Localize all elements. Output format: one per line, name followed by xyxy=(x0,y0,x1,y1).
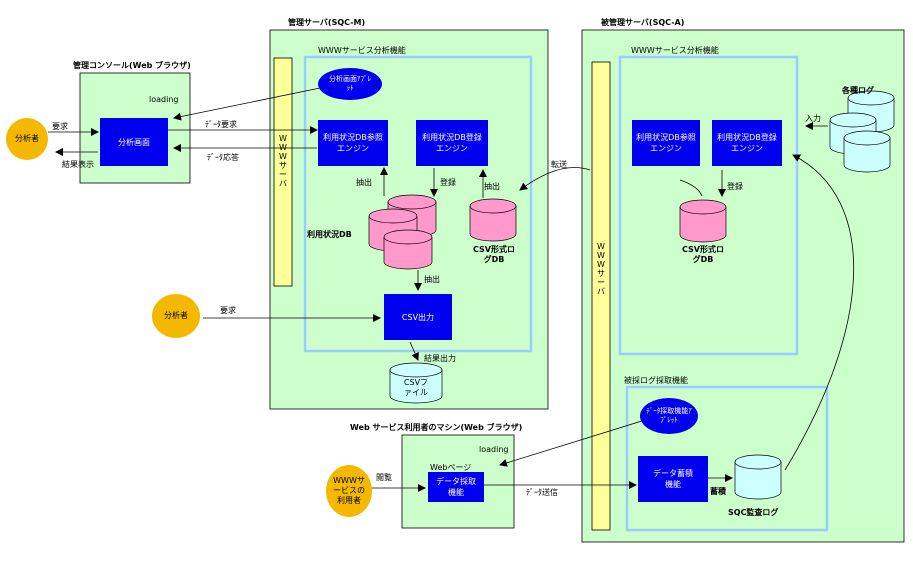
edge-label-data-response: ﾃﾞｰﾀ応答 xyxy=(207,153,239,162)
analyst-actor-1: 分析者 xyxy=(6,118,48,160)
analyst-actor-2: 分析者 xyxy=(152,294,200,338)
www-analysis-frame-left xyxy=(303,55,533,353)
ref-engine-a-box: 利用状況DB参照エンジン xyxy=(632,120,700,166)
edge-label-extract-3: 抽出 xyxy=(424,275,440,284)
edge-label-extract-1: 抽出 xyxy=(356,178,372,187)
edge-label-browse: 閲覧 xyxy=(376,473,392,482)
www-analysis-frame-right xyxy=(618,55,799,356)
analysis-applet-label: 分析画面ｱﾌﾟﾚｯﾄ xyxy=(329,75,371,92)
managing-server-title: 管理サーバ(SQC-M) xyxy=(288,18,366,27)
csv-log-db-a-cylinder xyxy=(679,199,727,243)
usage-db-label: 利用状況DB xyxy=(307,230,352,239)
sqc-log-label: SQC監査ログ xyxy=(728,508,779,517)
analysis-screen-box: 分析画面 xyxy=(100,118,168,166)
data-store-box: データ蓄積機能 xyxy=(638,456,708,502)
csv-output-box: CSV出力 xyxy=(384,294,452,340)
csv-log-db-m-label: CSV形式ログDB xyxy=(473,245,515,264)
analyst-actor-2-label: 分析者 xyxy=(164,311,188,320)
edge-label-result-display: 結果表示 xyxy=(62,160,94,169)
ref-engine-m-box: 利用状況DB参照エンジン xyxy=(318,120,388,166)
analyst-actor-1-label: 分析者 xyxy=(15,134,39,143)
arrow-to-csv-db-a xyxy=(679,179,703,197)
reg-engine-m-box: 利用状況DB登録エンジン xyxy=(416,120,488,166)
reg-engine-m-label: 利用状況DB登録エンジン xyxy=(422,133,482,153)
csv-file-cylinder xyxy=(389,362,443,404)
ref-engine-m-label: 利用状況DB参照エンジン xyxy=(323,133,383,153)
loading-label-console: loading xyxy=(149,95,179,104)
csv-log-db-a-label: CSV形式ログDB xyxy=(682,245,724,264)
usage-db-cylinder-3 xyxy=(383,229,433,270)
data-store-label: データ蓄積機能 xyxy=(653,469,693,489)
collect-applet-oval: ﾃﾞｰﾀ採取機能ｱﾌﾟﾚｯﾄ xyxy=(640,398,698,434)
data-collect-box: データ採取機能 xyxy=(428,472,484,502)
www-analysis-title-right: WWWサービス分析機能 xyxy=(631,46,719,55)
user-machine-title: Web サービス利用者のマシン(Web ブラウザ) xyxy=(350,423,523,432)
arrow-forward xyxy=(519,167,591,191)
arrow-applet-load xyxy=(173,87,321,121)
edge-label-extract-2: 抽出 xyxy=(484,182,500,191)
csv-file-label: CSVファイル xyxy=(403,378,429,397)
edge-label-request-2: 要求 xyxy=(220,306,236,315)
arrow-result-output xyxy=(409,341,419,361)
www-analysis-title-left: WWWサービス分析機能 xyxy=(318,46,406,55)
various-logs-cylinder-3 xyxy=(843,130,891,173)
log-collect-frame xyxy=(625,385,829,532)
edge-label-data-request: ﾃﾞｰﾀ要求 xyxy=(205,120,237,129)
edge-label-register-1: 登録 xyxy=(440,178,456,187)
csv-log-db-m-cylinder xyxy=(469,198,517,242)
managed-server-title: 被管理サーバ(SQC-A) xyxy=(601,18,685,27)
reg-engine-a-label: 利用状況DB登録エンジン xyxy=(717,133,777,153)
csv-output-label: CSV出力 xyxy=(401,312,435,322)
www-user-actor: WWWサービスの利用者 xyxy=(326,465,372,517)
edge-label-register-2: 登録 xyxy=(727,182,743,191)
edge-label-forward: 転送 xyxy=(551,160,567,169)
analysis-screen-label: 分析画面 xyxy=(118,137,150,147)
analysis-applet-oval: 分析画面ｱﾌﾟﾚｯﾄ xyxy=(318,68,382,100)
web-server-column-a xyxy=(591,61,611,531)
various-logs-label: 各種ログ xyxy=(842,86,874,95)
edge-label-request-1: 要求 xyxy=(52,122,68,131)
sqc-log-cylinder xyxy=(734,454,782,500)
edge-label-accumulate: 蓄積 xyxy=(710,487,726,496)
www-user-actor-label: WWWサービスの利用者 xyxy=(333,476,365,505)
arrow-applet-collect xyxy=(499,419,646,467)
web-server-label-a: WWWサーバ xyxy=(597,242,605,296)
data-collect-label: データ採取機能 xyxy=(436,477,476,497)
web-server-label-m: WWWサーバ xyxy=(279,134,287,188)
webpage-label: Webページ xyxy=(430,463,472,472)
log-collect-title: 被採ログ採取機能 xyxy=(624,376,688,385)
web-server-column-m xyxy=(273,57,293,287)
edge-label-input: 入力 xyxy=(805,114,821,123)
arrow-log-feedback xyxy=(784,154,854,471)
reg-engine-a-box: 利用状況DB登録エンジン xyxy=(712,120,782,166)
edge-label-data-send: ﾃﾞｰﾀ送信 xyxy=(526,488,558,497)
collect-applet-label: ﾃﾞｰﾀ採取機能ｱﾌﾟﾚｯﾄ xyxy=(646,407,692,424)
loading-label-user: loading xyxy=(479,445,509,454)
console-title: 管理コンソール(Web ブラウザ) xyxy=(73,61,191,70)
edge-label-result-output: 結果出力 xyxy=(424,354,456,363)
ref-engine-a-label: 利用状況DB参照エンジン xyxy=(636,133,696,153)
